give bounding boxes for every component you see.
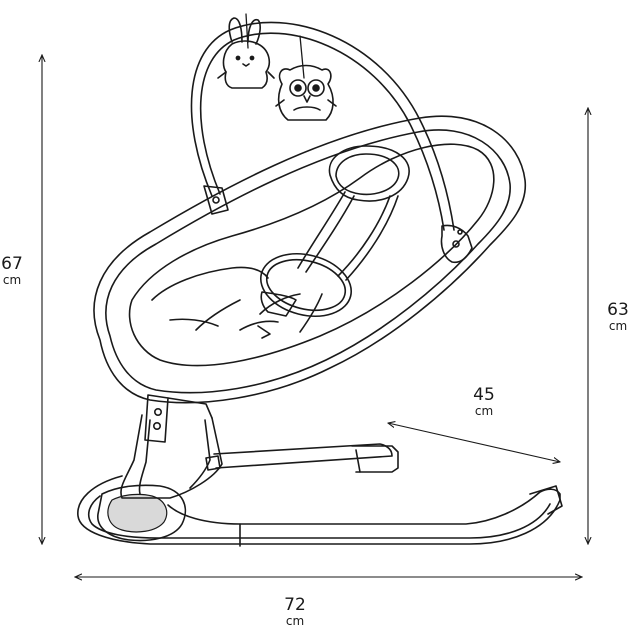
bunny-toy: [217, 17, 275, 89]
harness-straps: [260, 191, 399, 317]
buckle-pad: [259, 253, 353, 317]
dimension-label-height-total: 67 cm: [0, 254, 30, 287]
dimension-label-width: 72 cm: [277, 595, 313, 628]
dimension-unit: cm: [285, 614, 305, 628]
dimension-value: 72: [284, 595, 306, 615]
headrest: [328, 145, 410, 202]
support-column: [120, 394, 223, 499]
dimension-value: 45: [473, 385, 495, 405]
pivot-bolt: [154, 407, 163, 416]
seat-shell: [93, 115, 527, 404]
rocker-base: [77, 475, 563, 547]
dimension-unit: cm: [474, 404, 494, 418]
dimension-unit: cm: [2, 273, 22, 287]
owl-toy: [275, 64, 337, 121]
dimension-unit: cm: [608, 319, 628, 333]
rear-leg: [205, 443, 399, 473]
dimension-value: 63: [607, 300, 629, 320]
dimension-label-depth: 45 cm: [466, 385, 502, 418]
dimension-value: 67: [1, 254, 23, 274]
dimension-line-depth: [388, 423, 560, 462]
dimension-label-height-rear: 63 cm: [600, 300, 630, 333]
toy-arch: [190, 13, 473, 264]
